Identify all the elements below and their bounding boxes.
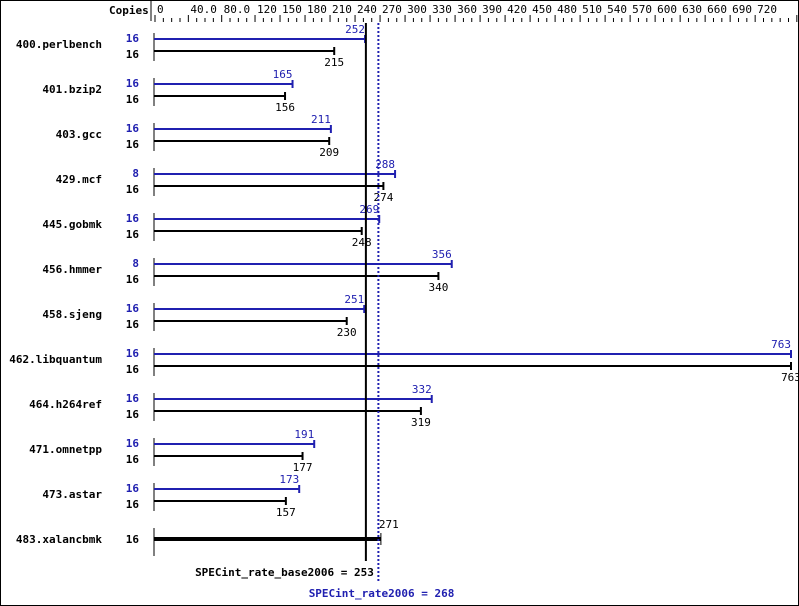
tick-label: 630 — [682, 3, 702, 16]
tick-label: 510 — [582, 3, 602, 16]
copies-base: 16 — [126, 363, 140, 376]
copies-peak: 8 — [132, 257, 139, 270]
tick-label: 330 — [432, 3, 452, 16]
tick-label: 180 — [307, 3, 327, 16]
value-label-peak: 173 — [279, 473, 299, 486]
benchmark-label: 429.mcf — [56, 173, 102, 186]
tick-label: 690 — [732, 3, 752, 16]
tick-label: 540 — [607, 3, 627, 16]
value-label-peak: 165 — [273, 68, 293, 81]
copies-peak: 16 — [126, 122, 140, 135]
tick-label: 270 — [382, 3, 402, 16]
copies-header: Copies — [109, 4, 149, 17]
tick-label: 660 — [707, 3, 727, 16]
value-label: 271 — [379, 518, 399, 531]
value-label-base: 319 — [411, 416, 431, 429]
copies-base: 16 — [126, 318, 140, 331]
tick-label: 40.0 — [190, 3, 217, 16]
value-label-peak: 252 — [345, 23, 365, 36]
copies-base: 16 — [126, 228, 140, 241]
tick-label: 80.0 — [224, 3, 251, 16]
benchmark-label: 483.xalancbmk — [16, 533, 102, 546]
copies-peak: 16 — [126, 482, 140, 495]
value-label-peak: 332 — [412, 383, 432, 396]
tick-label: 0 — [157, 3, 164, 16]
tick-label: 420 — [507, 3, 527, 16]
tick-label: 600 — [657, 3, 677, 16]
value-label-base: 209 — [319, 146, 339, 159]
copies-peak: 16 — [126, 392, 140, 405]
value-label-base: 248 — [352, 236, 372, 249]
value-label-base: 340 — [428, 281, 448, 294]
benchmark-label: 458.sjeng — [42, 308, 102, 321]
benchmark-label: 473.astar — [42, 488, 102, 501]
value-label-base: 763 — [781, 371, 798, 384]
bar-base — [154, 537, 381, 541]
tick-label: 450 — [532, 3, 552, 16]
copies-base: 16 — [126, 273, 140, 286]
tick-label: 720 — [757, 3, 777, 16]
tick-label: 480 — [557, 3, 577, 16]
benchmark-label: 445.gobmk — [42, 218, 102, 231]
value-label-base: 215 — [324, 56, 344, 69]
copies-base: 16 — [126, 48, 140, 61]
copies-peak: 16 — [126, 302, 140, 315]
value-label-peak: 763 — [771, 338, 791, 351]
tick-label: 300 — [407, 3, 427, 16]
peak-reference-label: SPECint_rate2006 = 268 — [309, 587, 455, 600]
copies-peak: 16 — [126, 212, 140, 225]
tick-label: 150 — [282, 3, 302, 16]
copies-peak: 8 — [132, 167, 139, 180]
value-label-base: 157 — [276, 506, 296, 519]
copies-base: 16 — [126, 408, 140, 421]
value-label-base: 156 — [275, 101, 295, 114]
copies-base: 16 — [126, 93, 140, 106]
tick-label: 570 — [632, 3, 652, 16]
copies-peak: 16 — [126, 32, 140, 45]
benchmark-label: 471.omnetpp — [29, 443, 102, 456]
copies-base: 16 — [126, 453, 140, 466]
benchmark-label: 401.bzip2 — [42, 83, 102, 96]
copies-base: 16 — [126, 138, 140, 151]
copies-peak: 16 — [126, 77, 140, 90]
benchmark-label: 403.gcc — [56, 128, 102, 141]
tick-label: 240 — [357, 3, 377, 16]
benchmark-label: 456.hmmer — [42, 263, 102, 276]
tick-label: 120 — [257, 3, 277, 16]
tick-label: 390 — [482, 3, 502, 16]
copies-base: 16 — [126, 498, 140, 511]
copies-peak: 16 — [126, 437, 140, 450]
tick-label: 360 — [457, 3, 477, 16]
value-label-base: 230 — [337, 326, 357, 339]
value-label-peak: 251 — [344, 293, 364, 306]
value-label-peak: 269 — [359, 203, 379, 216]
benchmark-label: 462.libquantum — [9, 353, 102, 366]
value-label-peak: 288 — [375, 158, 395, 171]
copies-peak: 16 — [126, 347, 140, 360]
copies-value: 16 — [126, 533, 140, 546]
benchmark-label: 400.perlbench — [16, 38, 102, 51]
value-label-peak: 211 — [311, 113, 331, 126]
value-label-base: 177 — [293, 461, 313, 474]
copies-base: 16 — [126, 183, 140, 196]
base-reference-label: SPECint_rate_base2006 = 253 — [195, 566, 374, 579]
value-label-peak: 191 — [294, 428, 314, 441]
benchmark-label: 464.h264ref — [29, 398, 102, 411]
tick-label: 210 — [332, 3, 352, 16]
value-label-peak: 356 — [432, 248, 452, 261]
